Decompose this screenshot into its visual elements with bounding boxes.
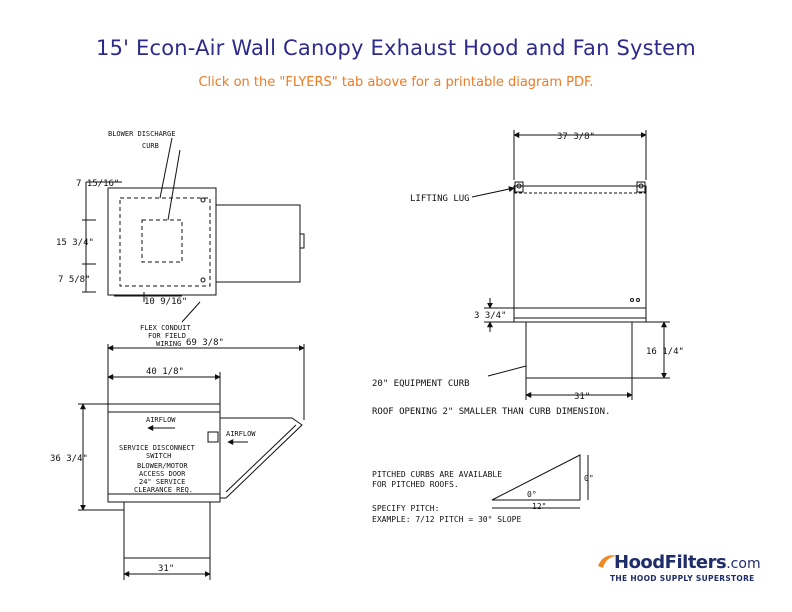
logo-wordmark: HoodFilters.com (614, 552, 761, 573)
dim-7-15-16: 7 15/16" (76, 179, 119, 189)
label-access-3: 24" SERVICE (139, 478, 185, 486)
label-service-switch-1: SERVICE DISCONNECT (119, 444, 196, 452)
pitch-label-angle: 0° (527, 490, 537, 499)
pitch-triangle-shape (491, 454, 581, 501)
pitch-label-12: 12" (532, 502, 546, 511)
dim-curb-31: 31" (574, 392, 590, 402)
label-airflow-outer: AIRFLOW (226, 430, 256, 438)
label-service-switch-2: SWITCH (146, 452, 171, 460)
front-curb (123, 501, 211, 559)
label-lifting-lug: LIFTING LUG (410, 194, 470, 204)
dim-front-31: 31" (158, 564, 174, 574)
front-view (78, 344, 305, 580)
pitch-note-4: EXAMPLE: 7/12 PITCH = 30° SLOPE (372, 515, 521, 524)
label-flex-conduit-2: FOR FIELD (148, 332, 186, 340)
dim-37-3-8: 37 3/8" (557, 132, 595, 142)
plan-housing (107, 187, 217, 296)
plan-hood-tab (299, 233, 305, 249)
curb-flange (513, 307, 647, 323)
pitch-note-3: SPECIFY PITCH: (372, 504, 439, 513)
page-title: 15' Econ-Air Wall Canopy Exhaust Hood an… (96, 36, 696, 60)
label-curb: CURB (142, 142, 159, 150)
pitch-note-1: PITCHED CURBS ARE AVAILABLE (372, 470, 502, 479)
dim-69-3-8: 69 3/8" (186, 338, 224, 348)
dim-40-1-8: 40 1/8" (146, 367, 184, 377)
label-airflow-inner: AIRFLOW (146, 416, 176, 424)
swoosh-icon (598, 555, 616, 568)
curb-view (471, 130, 670, 400)
plan-hood-extension (215, 204, 301, 283)
front-bottom-rail (107, 493, 221, 503)
label-equipment-curb: 20" EQUIPMENT CURB (372, 379, 470, 389)
label-flex-conduit-1: FLEX CONDUIT (140, 324, 191, 332)
front-top-rail (107, 403, 221, 413)
dim-10-9-16: 10 9/16" (144, 297, 187, 307)
front-switch-box (207, 431, 219, 443)
pitch-triangle (491, 454, 589, 509)
label-blower-discharge: BLOWER DISCHARGE (108, 130, 175, 138)
dim-15-3-4: 15 3/4" (56, 238, 94, 248)
label-access-2: ACCESS DOOR (139, 470, 186, 478)
logo-tagline: THE HOOD SUPPLY SUPERSTORE (610, 574, 755, 583)
dim-16-1-4: 16 1/4" (646, 347, 684, 357)
plan-view (82, 137, 305, 323)
plan-curb-dashed (119, 197, 211, 287)
front-hood-canopy (220, 417, 303, 499)
pitch-label-right: 0" (584, 474, 594, 483)
label-flex-conduit-3: WIRING (156, 340, 181, 348)
curb-body (525, 321, 633, 379)
label-roof-opening: ROOF OPENING 2" SMALLER THAN CURB DIMENS… (372, 407, 610, 417)
pitch-note-2: FOR PITCHED ROOFS. (372, 480, 459, 489)
plan-discharge-dashed (141, 219, 183, 263)
hoodfilters-logo[interactable]: HoodFilters.com THE HOOD SUPPLY SUPERSTO… (596, 552, 766, 588)
label-access-1: BLOWER/MOTOR (137, 462, 188, 470)
dim-7-5-8: 7 5/8" (58, 275, 91, 285)
dim-3-3-4: 3 3/4" (474, 311, 507, 321)
curb-housing (513, 185, 647, 309)
dim-36-3-4: 36 3/4" (50, 454, 88, 464)
label-access-4: CLEARANCE REQ. (134, 486, 193, 494)
page-subtitle: Click on the "FLYERS" tab above for a pr… (198, 75, 594, 90)
